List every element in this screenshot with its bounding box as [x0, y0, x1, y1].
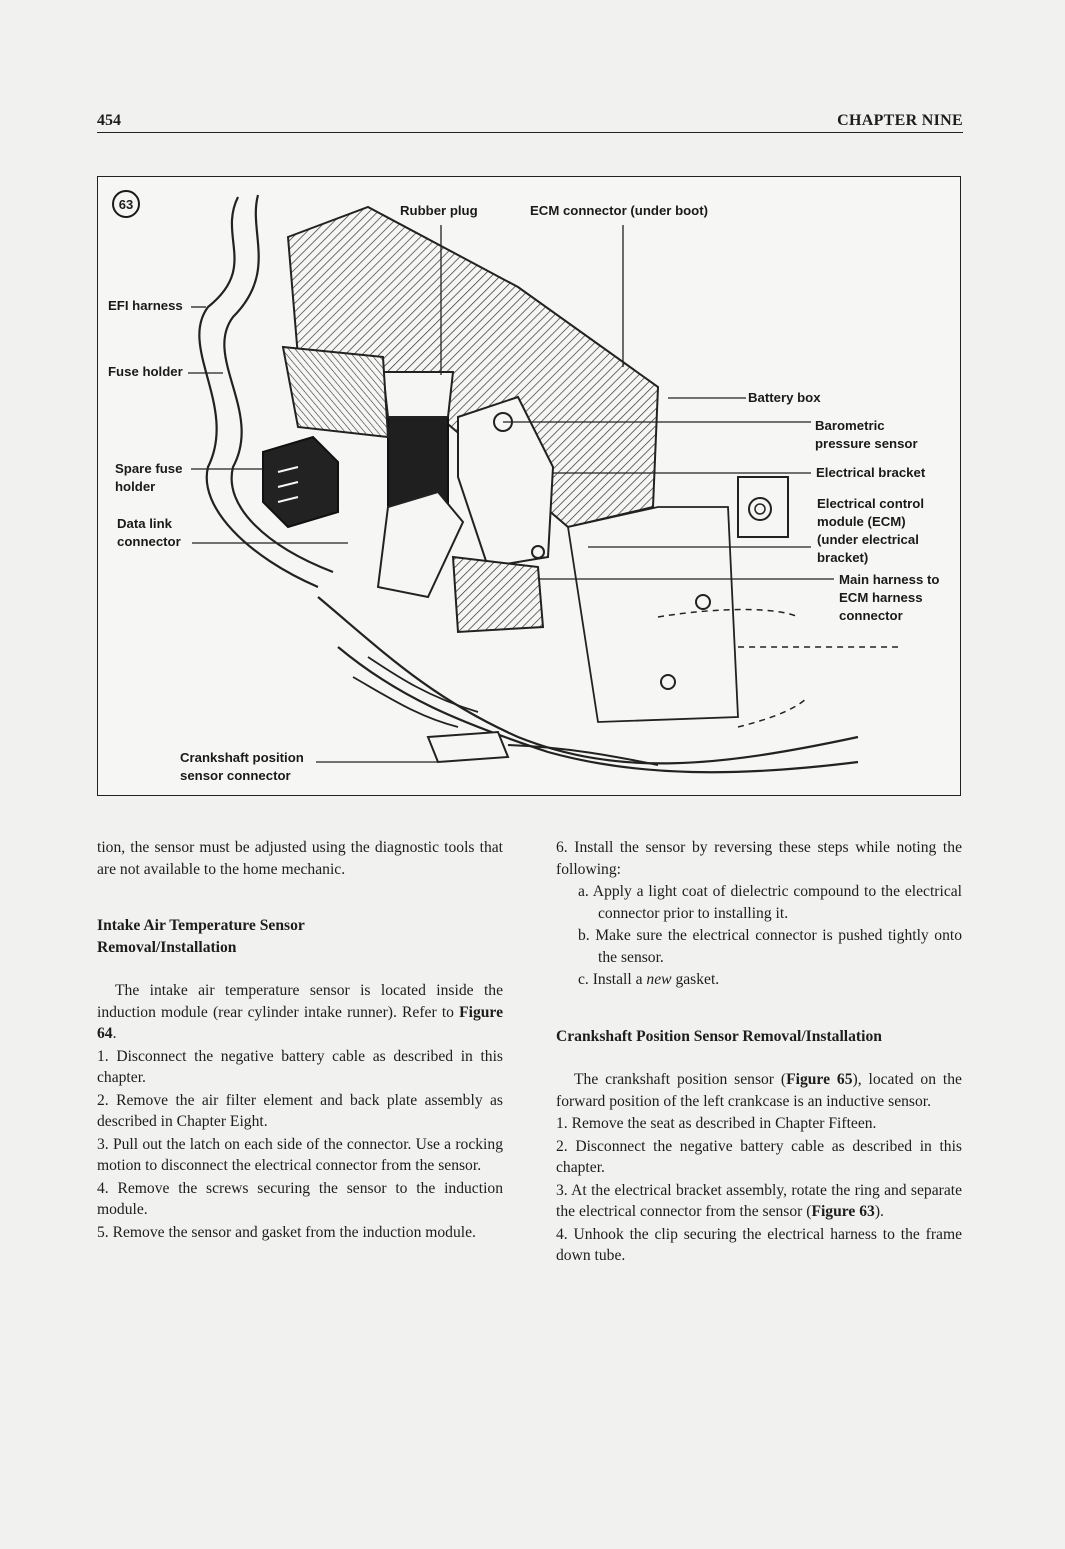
label-ecm-connector: ECM connector (under boot) — [530, 203, 709, 218]
left-step-4: 4. Remove the screws securing the sensor… — [97, 1179, 503, 1219]
page-header: 454 CHAPTER NINE — [97, 110, 963, 133]
left-step-2: 2. Remove the air filter element and bac… — [97, 1091, 503, 1131]
figure-65-ref: Figure 65 — [786, 1071, 853, 1088]
label-fuse-holder: Fuse holder — [108, 364, 183, 379]
sub-step-b: b. Make sure the electrical connector is… — [578, 927, 962, 966]
left-column: tion, the sensor must be adjusted using … — [97, 837, 503, 1244]
left-step-3: 3. Pull out the latch on each side of th… — [97, 1135, 503, 1175]
right-step-2: 2. Disconnect the negative battery cable… — [556, 1137, 962, 1177]
figure-63: 63 Rubber plug ECM connector (under boot… — [97, 176, 961, 796]
sub-step-a: a. Apply a light coat of dielectric comp… — [578, 883, 962, 922]
left-intro-paragraph: tion, the sensor must be adjusted using … — [97, 839, 503, 878]
label-barometric-sensor: Barometric pressure sensor — [815, 418, 918, 451]
label-ecm: Electrical control module (ECM) (under e… — [817, 496, 925, 565]
chapter-title: CHAPTER NINE — [837, 112, 963, 129]
crankshaft-heading: Crankshaft Position Sensor Removal/Insta… — [556, 1027, 882, 1045]
label-efi-harness: EFI harness — [108, 298, 183, 313]
label-battery-box: Battery box — [748, 390, 821, 405]
intake-air-heading-line1: Intake Air Temperature Sensor — [97, 917, 305, 934]
label-rubber-plug: Rubber plug — [400, 203, 478, 218]
ecm-diagram-illustration — [188, 194, 898, 774]
label-data-link-connector: Data link connector — [117, 516, 181, 549]
right-column: 6. Install the sensor by reversing these… — [556, 837, 962, 1268]
intake-air-heading-line2: Removal/Installation — [97, 938, 237, 956]
intake-air-paragraph: The intake air temperature sensor is loc… — [97, 982, 503, 1043]
label-spare-fuse-holder: Spare fuse holder — [115, 461, 183, 494]
left-step-5: 5. Remove the sensor and gasket from the… — [97, 1223, 476, 1241]
page-number: 454 — [97, 112, 121, 129]
sub-step-c: c. Install a new gasket. — [578, 971, 720, 988]
right-step-6: 6. Install the sensor by reversing these… — [556, 839, 962, 878]
crankshaft-paragraph: The crankshaft position sensor (Figure 6… — [556, 1071, 962, 1110]
label-main-harness: Main harness to ECM harness connector — [839, 572, 940, 623]
figure-64-ref: Figure 64 — [97, 1003, 503, 1043]
right-step-3: 3. At the electrical bracket assembly, r… — [556, 1181, 962, 1221]
left-step-1: 1. Disconnect the negative battery cable… — [97, 1047, 503, 1087]
label-crankshaft-sensor-connector: Crankshaft position sensor connector — [180, 750, 304, 783]
figure-63-ref: Figure 63 — [811, 1203, 875, 1220]
label-electrical-bracket: Electrical bracket — [816, 465, 926, 480]
figure-number-badge: 63 — [112, 190, 140, 218]
right-step-1: 1. Remove the seat as described in Chapt… — [556, 1115, 877, 1132]
right-step-4: 4. Unhook the clip securing the electric… — [556, 1225, 962, 1265]
